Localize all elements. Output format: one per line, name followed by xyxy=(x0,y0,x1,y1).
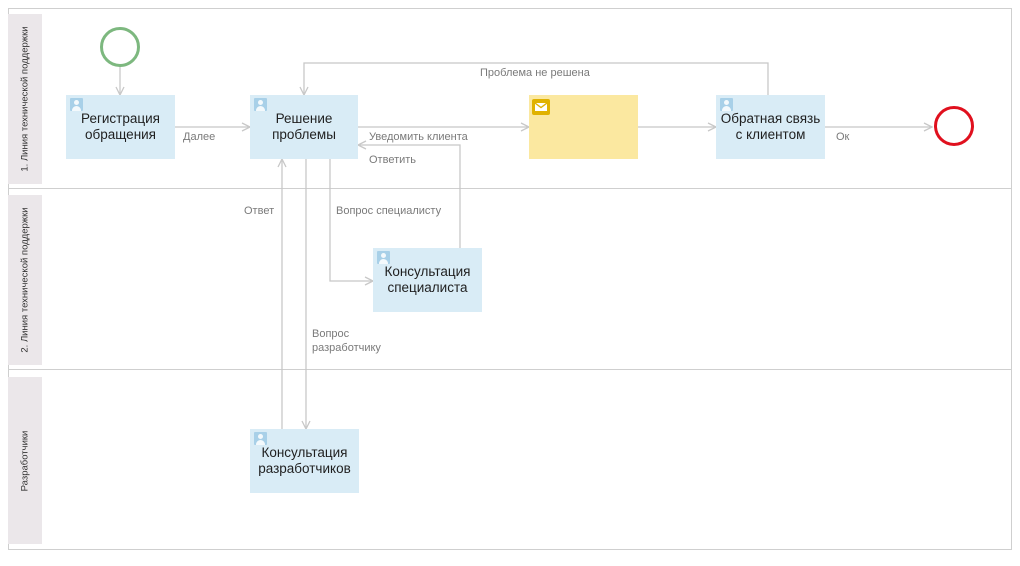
user-icon xyxy=(720,98,733,111)
envelope-icon xyxy=(532,99,550,115)
pool xyxy=(8,8,1012,550)
flow-label-next: Далее xyxy=(183,131,216,143)
task-label: Регистрация обращения xyxy=(81,111,160,142)
flow-label-ask-developer: Вопрос разработчику xyxy=(312,328,381,354)
flow-label-notify: Уведомить клиента xyxy=(369,131,468,143)
flow-label-answer: Ответ xyxy=(244,205,275,217)
task-label: Консультация специалиста xyxy=(384,264,471,295)
flow-specialist-reply xyxy=(358,145,461,248)
task-feedback[interactable]: Обратная связь с клиентом xyxy=(716,95,825,159)
message-task[interactable] xyxy=(529,95,638,159)
task-registration[interactable]: Регистрация обращения xyxy=(66,95,175,159)
lane-2 xyxy=(8,189,1012,370)
task-label: Решение проблемы xyxy=(272,111,336,142)
flow-label-reply: Ответить xyxy=(369,154,417,166)
start-event[interactable] xyxy=(100,27,140,67)
lane-header-1[interactable]: 1. Линия технической поддержки xyxy=(8,14,42,184)
user-icon xyxy=(254,432,267,445)
user-icon xyxy=(254,98,267,111)
flow-label-not-solved: Проблема не решена xyxy=(480,67,590,79)
flow-label-ok: Ок xyxy=(836,131,850,143)
task-developer-consultation[interactable]: Консультация разработчиков xyxy=(250,429,359,493)
end-event[interactable] xyxy=(934,106,974,146)
user-icon xyxy=(377,251,390,264)
task-specialist-consultation[interactable]: Консультация специалиста xyxy=(373,248,482,312)
flow-label-ask-specialist: Вопрос специалисту xyxy=(336,205,442,217)
lane-header-2[interactable]: 2. Линия технической поддержки xyxy=(8,195,42,365)
flow-ask-specialist xyxy=(329,159,373,281)
lane-1 xyxy=(8,8,1012,189)
task-label: Консультация разработчиков xyxy=(258,445,351,476)
task-label: Обратная связь с клиентом xyxy=(720,111,821,142)
task-solve-problem[interactable]: Решение проблемы xyxy=(250,95,358,159)
user-icon xyxy=(70,98,83,111)
lane-header-3[interactable]: Разработчики xyxy=(8,377,42,544)
flow-not-solved xyxy=(304,62,769,95)
